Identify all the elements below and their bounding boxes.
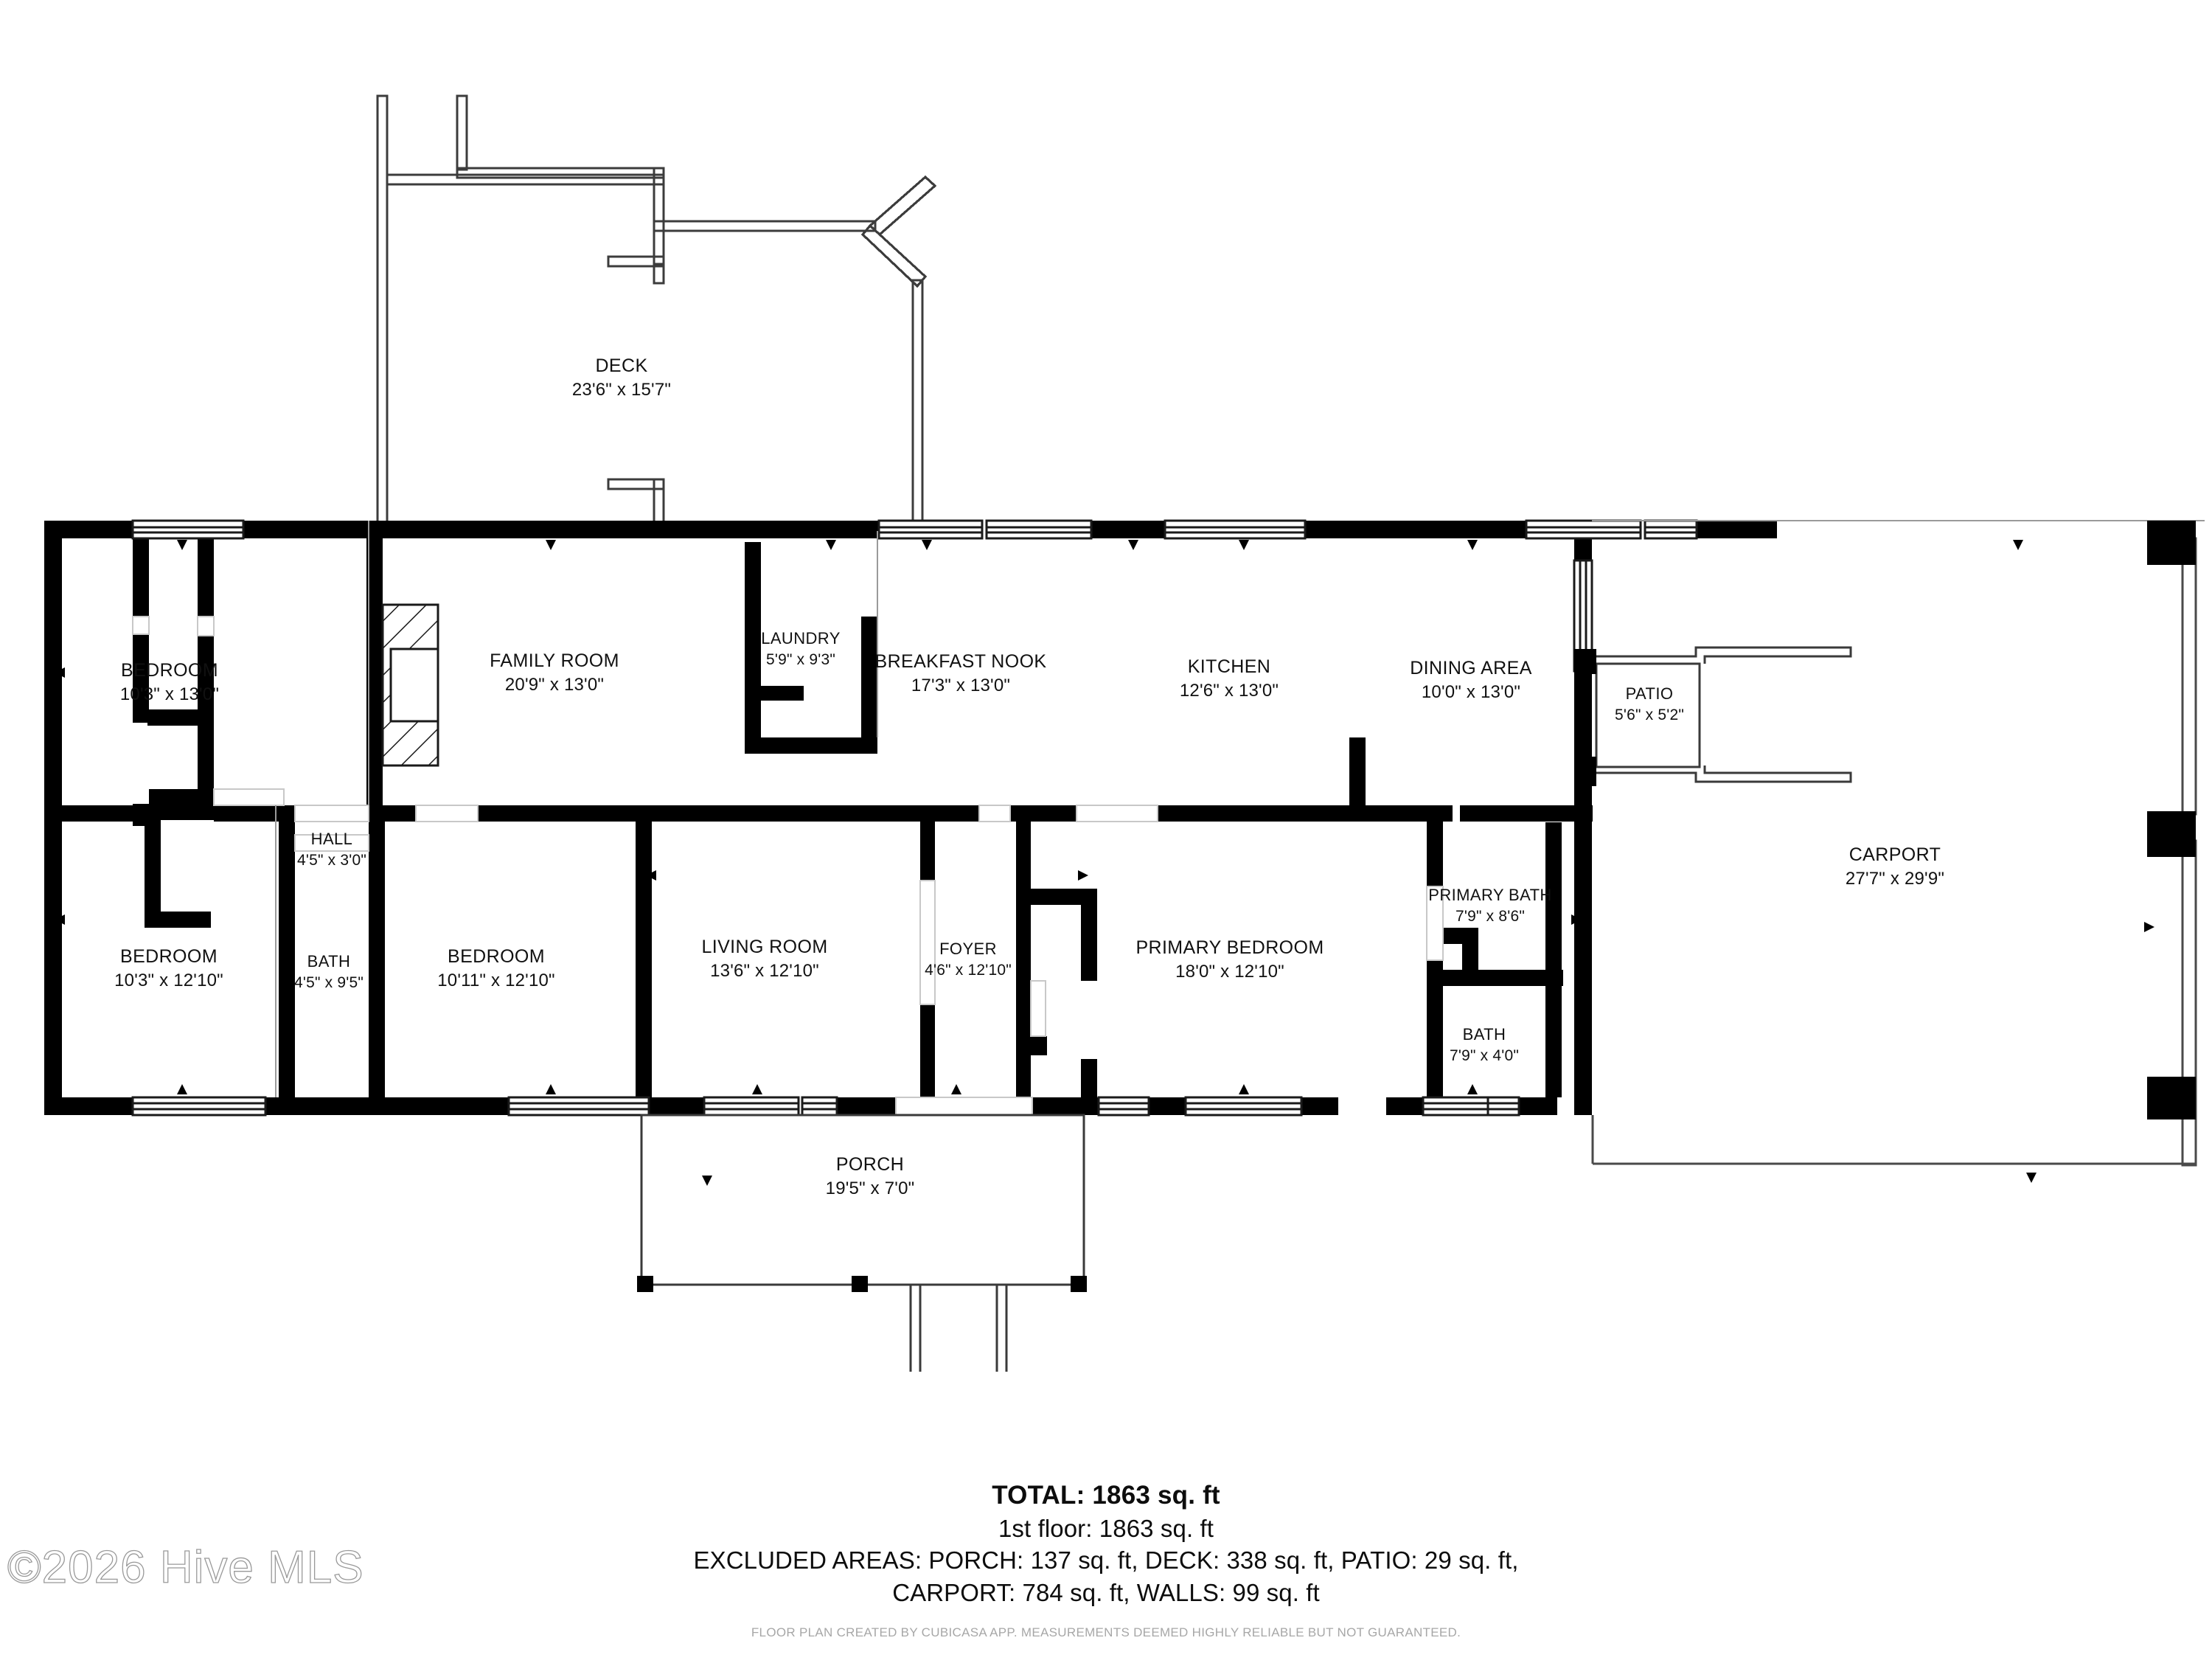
room-label-bedroom-sw: BEDROOM 10'3" x 12'10" — [114, 945, 223, 992]
exterior-walls — [44, 521, 1777, 1115]
room-dimensions: 7'9" x 4'0" — [1449, 1046, 1520, 1064]
room-dimensions: 12'6" x 13'0" — [1179, 680, 1279, 701]
room-name: BEDROOM — [448, 946, 545, 968]
room-name: HALL — [310, 830, 353, 849]
total-area: TOTAL: 1863 sq. ft — [992, 1481, 1220, 1510]
guide-lines — [275, 520, 2205, 1097]
room-name: DECK — [595, 355, 648, 377]
window — [703, 1096, 800, 1117]
room-label-patio: PATIO 5'6" x 5'2" — [1615, 684, 1684, 725]
room-name: PRIMARY BEDROOM — [1135, 937, 1324, 959]
excluded-areas-1: EXCLUDED AREAS: PORCH: 137 sq. ft, DECK:… — [693, 1546, 1519, 1575]
patio-posts — [1574, 649, 1596, 786]
interior-walls — [62, 521, 1593, 1097]
room-name: PATIO — [1625, 684, 1674, 704]
window — [1422, 1096, 1489, 1117]
room-dimensions: 10'0" x 13'0" — [1421, 681, 1521, 702]
room-label-deck: DECK 23'6" x 15'7" — [572, 354, 671, 401]
room-name: BEDROOM — [120, 946, 218, 968]
room-label-carport: CARPORT 27'7" x 29'9" — [1846, 843, 1944, 890]
room-dimensions: 5'6" x 5'2" — [1614, 706, 1685, 723]
room-label-porch: PORCH 19'5" x 7'0" — [826, 1153, 915, 1200]
room-dimensions: 10'3" x 12'10" — [114, 970, 223, 990]
room-label-bedroom-south: BEDROOM 10'11" x 12'10" — [437, 945, 555, 992]
first-floor-area: 1st floor: 1863 sq. ft — [998, 1514, 1214, 1542]
room-dimensions: 18'0" x 12'10" — [1175, 961, 1284, 982]
room-dimensions: 27'7" x 29'9" — [1845, 868, 1945, 889]
window — [1097, 1096, 1150, 1117]
room-dimensions: 17'3" x 13'0" — [911, 675, 1011, 695]
room-dimensions: 4'6" x 12'10" — [925, 961, 1012, 979]
room-name: BEDROOM — [121, 660, 218, 681]
deck-outline — [376, 94, 937, 532]
window — [1644, 519, 1698, 540]
area-summary: TOTAL: 1863 sq. ft 1st floor: 1863 sq. f… — [0, 1479, 2212, 1640]
room-name: CARPORT — [1848, 844, 1941, 866]
room-label-bath-west: BATH 4'5" x 9'5" — [294, 951, 364, 993]
fireplace — [381, 603, 439, 767]
room-label-breakfast-nook: BREAKFAST NOOK 17'3" x 13'0" — [875, 650, 1047, 697]
excluded-areas-2: CARPORT: 784 sq. ft, WALLS: 99 sq. ft — [892, 1579, 1320, 1607]
window — [877, 519, 984, 540]
door-openings — [132, 616, 1444, 1116]
window — [1525, 519, 1642, 540]
room-label-dining-area: DINING AREA 10'0" x 13'0" — [1410, 656, 1532, 704]
room-dimensions: 10'3" x 13'0" — [119, 684, 220, 704]
room-dimensions: 10'11" x 12'10" — [437, 970, 555, 990]
window — [507, 1096, 650, 1117]
room-name: PORCH — [835, 1154, 905, 1176]
dimension-arrows — [55, 540, 2154, 1186]
room-name: BREAKFAST NOOK — [874, 651, 1047, 673]
room-label-bedroom-nw: BEDROOM 10'3" x 13'0" — [120, 659, 219, 706]
carport-posts — [2147, 521, 2196, 1119]
room-dimensions: 4'5" x 3'0" — [296, 851, 367, 869]
window — [985, 519, 1093, 540]
room-name: LAUNDRY — [761, 629, 841, 648]
room-name: FAMILY ROOM — [490, 650, 619, 672]
patio-outline — [1595, 646, 1852, 783]
room-label-living-room: LIVING ROOM 13'6" x 12'10" — [701, 935, 827, 982]
window — [131, 519, 245, 540]
room-label-kitchen: KITCHEN 12'6" x 13'0" — [1180, 655, 1279, 702]
window — [131, 1096, 267, 1117]
window — [1486, 1096, 1520, 1117]
room-dimensions: 20'9" x 13'0" — [504, 674, 605, 695]
room-dimensions: 5'9" x 9'3" — [765, 650, 836, 668]
room-dimensions: 7'9" x 8'6" — [1455, 907, 1525, 925]
room-label-primary-bath: PRIMARY BATH 7'9" x 8'6" — [1428, 885, 1551, 926]
room-dimensions: 4'5" x 9'5" — [293, 973, 364, 991]
room-name: KITCHEN — [1187, 656, 1271, 678]
room-name: LIVING ROOM — [701, 937, 828, 958]
room-dimensions: 23'6" x 15'7" — [571, 379, 672, 400]
room-name: PRIMARY BATH — [1428, 886, 1552, 905]
room-label-bath-east: BATH 7'9" x 4'0" — [1450, 1024, 1519, 1066]
room-name: DINING AREA — [1410, 658, 1532, 679]
mls-watermark: ©2026 Hive MLS — [7, 1541, 364, 1593]
room-dimensions: 13'6" x 12'10" — [710, 960, 819, 981]
room-name: BATH — [307, 952, 351, 971]
window — [1184, 1096, 1303, 1117]
room-label-foyer: FOYER 4'6" x 12'10" — [925, 939, 1012, 980]
window — [1164, 519, 1307, 540]
porch-posts — [637, 1276, 1087, 1292]
room-label-laundry: LAUNDRY 5'9" x 9'3" — [761, 628, 841, 670]
disclaimer-text: FLOOR PLAN CREATED BY CUBICASA APP. MEAS… — [751, 1625, 1461, 1640]
room-dimensions: 19'5" x 7'0" — [825, 1178, 915, 1198]
room-label-hall: HALL 4'5" x 3'0" — [297, 829, 366, 870]
room-label-primary-bedroom: PRIMARY BEDROOM 18'0" x 12'10" — [1135, 936, 1324, 983]
window — [801, 1096, 838, 1117]
room-name: BATH — [1462, 1025, 1506, 1044]
room-label-family-room: FAMILY ROOM 20'9" x 13'0" — [490, 649, 619, 696]
room-name: FOYER — [939, 940, 997, 959]
